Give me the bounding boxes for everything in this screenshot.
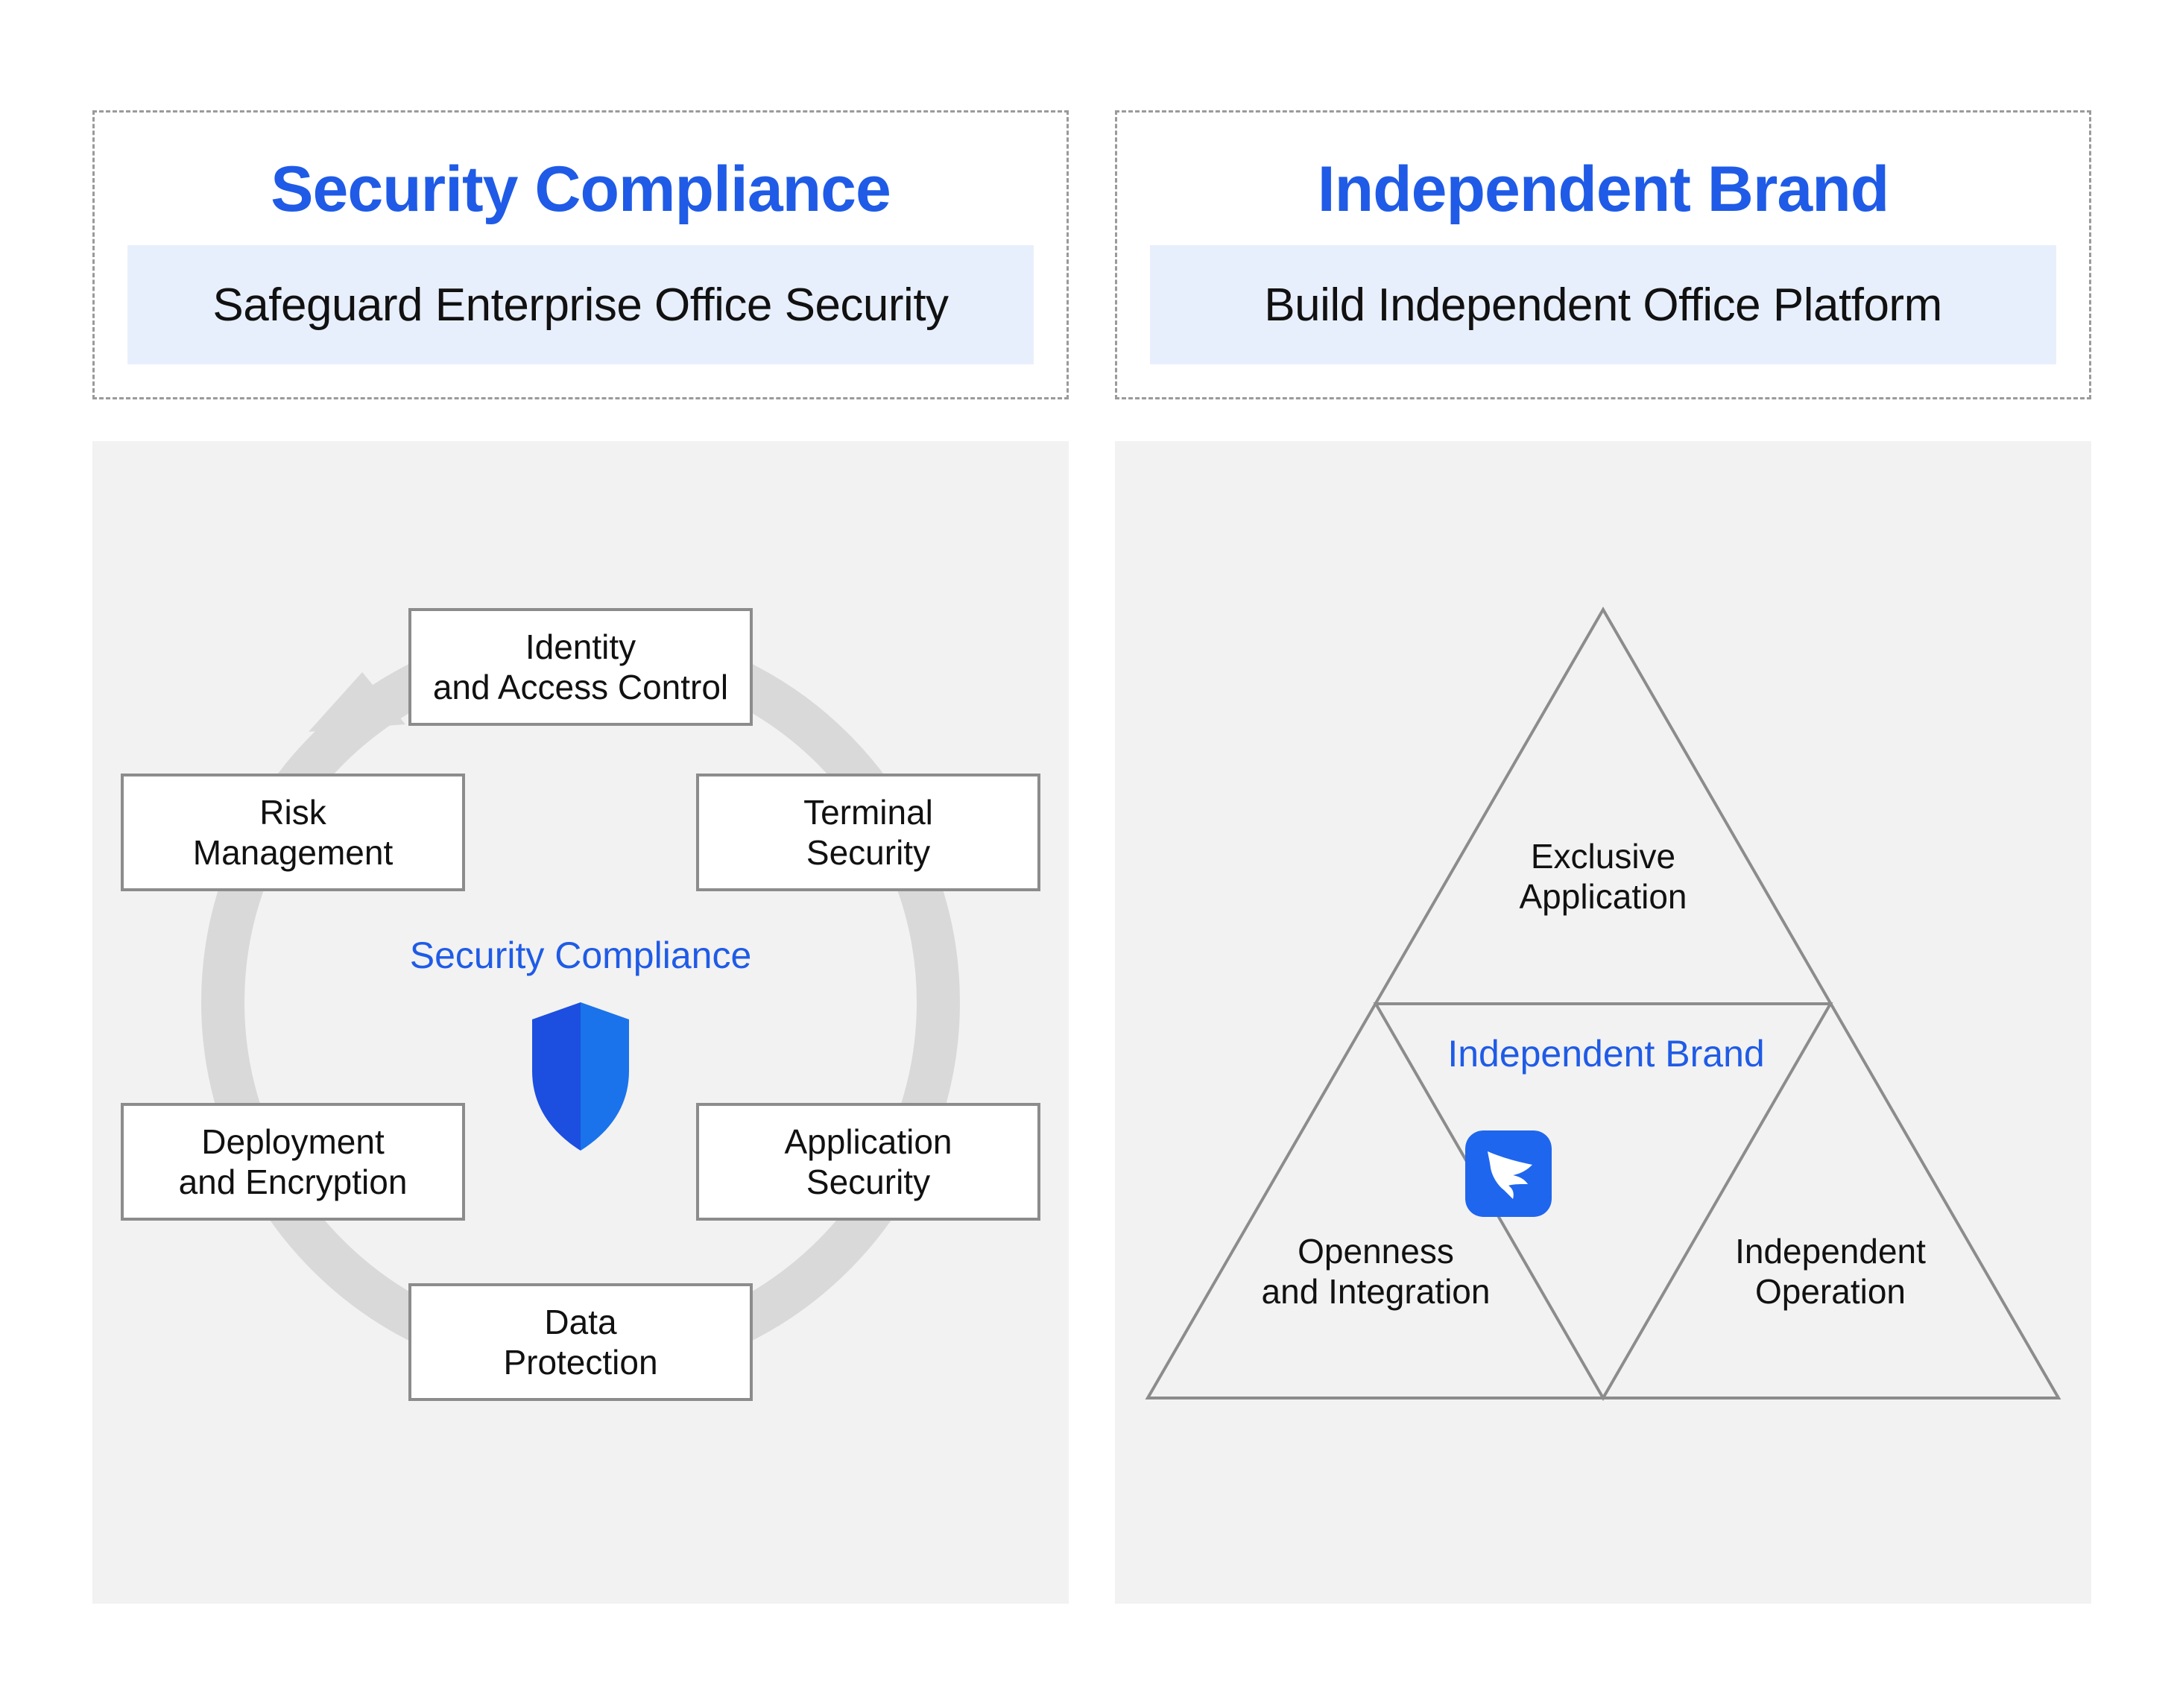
cycle-arrowhead: [309, 672, 405, 732]
app-logo-icon: [1465, 1130, 1552, 1217]
security-compliance-title: Security Compliance: [271, 154, 891, 225]
brand-triangle: [1145, 607, 2061, 1402]
independent-brand-subtitle: Build Independent Office Platform: [1264, 279, 1942, 331]
independent-brand-title: Independent Brand: [1317, 154, 1890, 225]
security-compliance-subtitle-band: Safeguard Enterprise Office Security: [127, 245, 1034, 364]
shield-icon: [532, 1002, 629, 1151]
independent-brand-header-card: Independent Brand Build Independent Offi…: [1115, 110, 2091, 399]
cycle-center-label: Security Compliance: [409, 934, 752, 976]
security-compliance-subtitle: Safeguard Enterprise Office Security: [212, 279, 949, 331]
triangle-center-label: Independent Brand: [1447, 1033, 1765, 1075]
security-compliance-header-card: Security Compliance Safeguard Enterprise…: [92, 110, 1069, 399]
independent-brand-subtitle-band: Build Independent Office Platform: [1150, 245, 2056, 364]
